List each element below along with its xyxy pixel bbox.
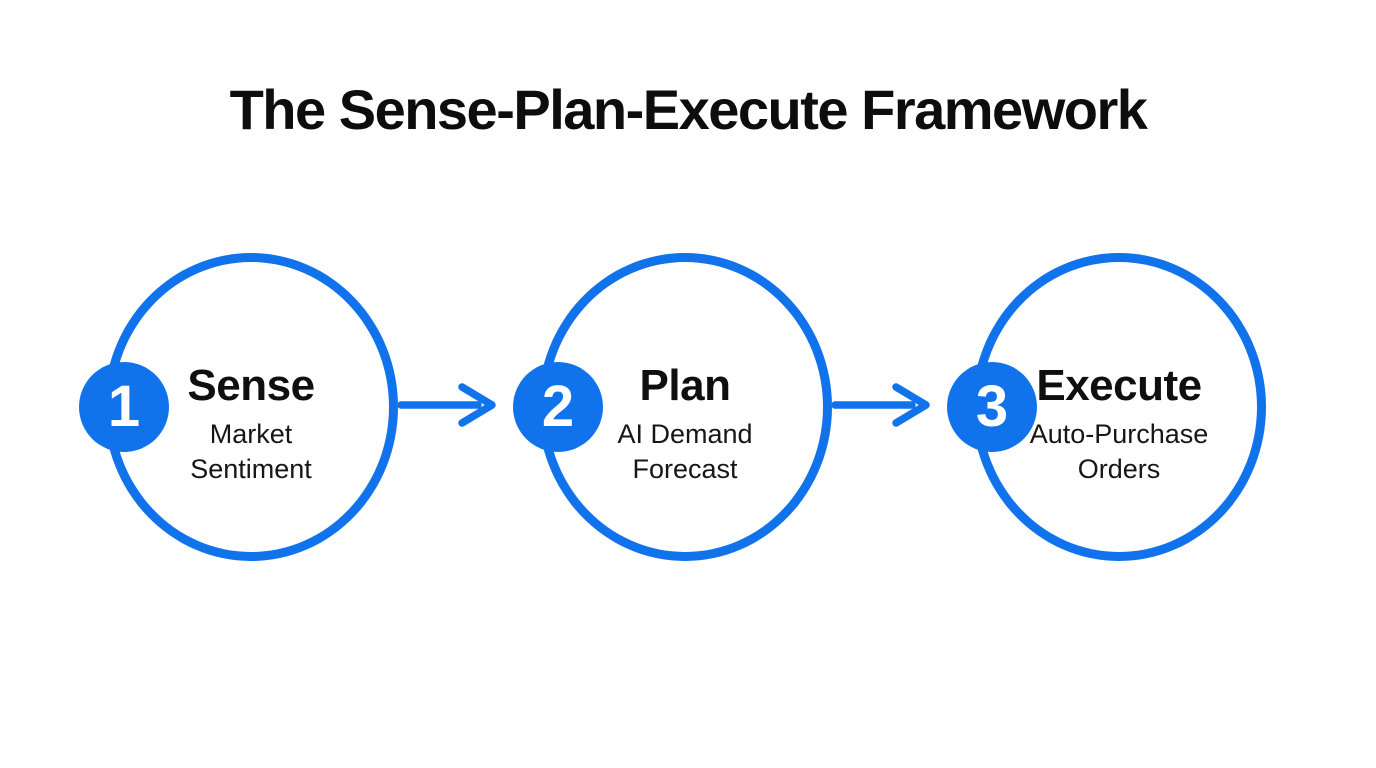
step-number-badge: 2 — [513, 362, 603, 452]
step-label: Plan — [639, 361, 731, 411]
step-description: Market Sentiment — [190, 418, 312, 485]
step-node-plan: 2 Plan AI Demand Forecast — [513, 253, 832, 561]
step-label: Sense — [187, 361, 315, 411]
step-number-badge: 1 — [79, 362, 169, 452]
step-label: Execute — [1036, 361, 1202, 411]
step-node-sense: 1 Sense Market Sentiment — [79, 253, 398, 561]
step-number-badge: 3 — [947, 362, 1037, 452]
step-description: AI Demand Forecast — [617, 418, 753, 485]
step-description: Auto-Purchase Orders — [1029, 418, 1209, 485]
diagram-title: The Sense-Plan-Execute Framework — [229, 78, 1148, 141]
step-node-execute: 3 Execute Auto-Purchase Orders — [947, 253, 1266, 561]
arrow-right-icon — [398, 381, 498, 429]
arrow-right-icon — [832, 381, 932, 429]
